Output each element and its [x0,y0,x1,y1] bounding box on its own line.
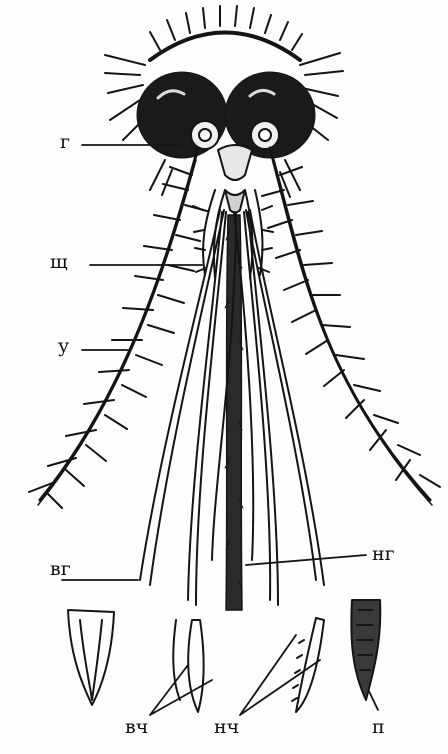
label-antenna: у [58,337,69,356]
label-upper-lip: вг [50,560,71,579]
lower-jaw-detail [292,618,324,712]
upper-lip-detail [68,610,114,705]
label-upper-jaws: вч [125,718,148,737]
label-lower-jaws: нч [214,718,239,737]
label-hypopharynx: п [372,718,385,737]
label-lower-lip: нг [372,545,395,564]
left-antenna [29,148,207,508]
upper-jaw-detail [173,620,203,712]
hypopharynx-detail [351,600,380,700]
label-palps: щ [50,253,68,272]
right-antenna [262,148,440,505]
label-head: г [60,133,70,152]
